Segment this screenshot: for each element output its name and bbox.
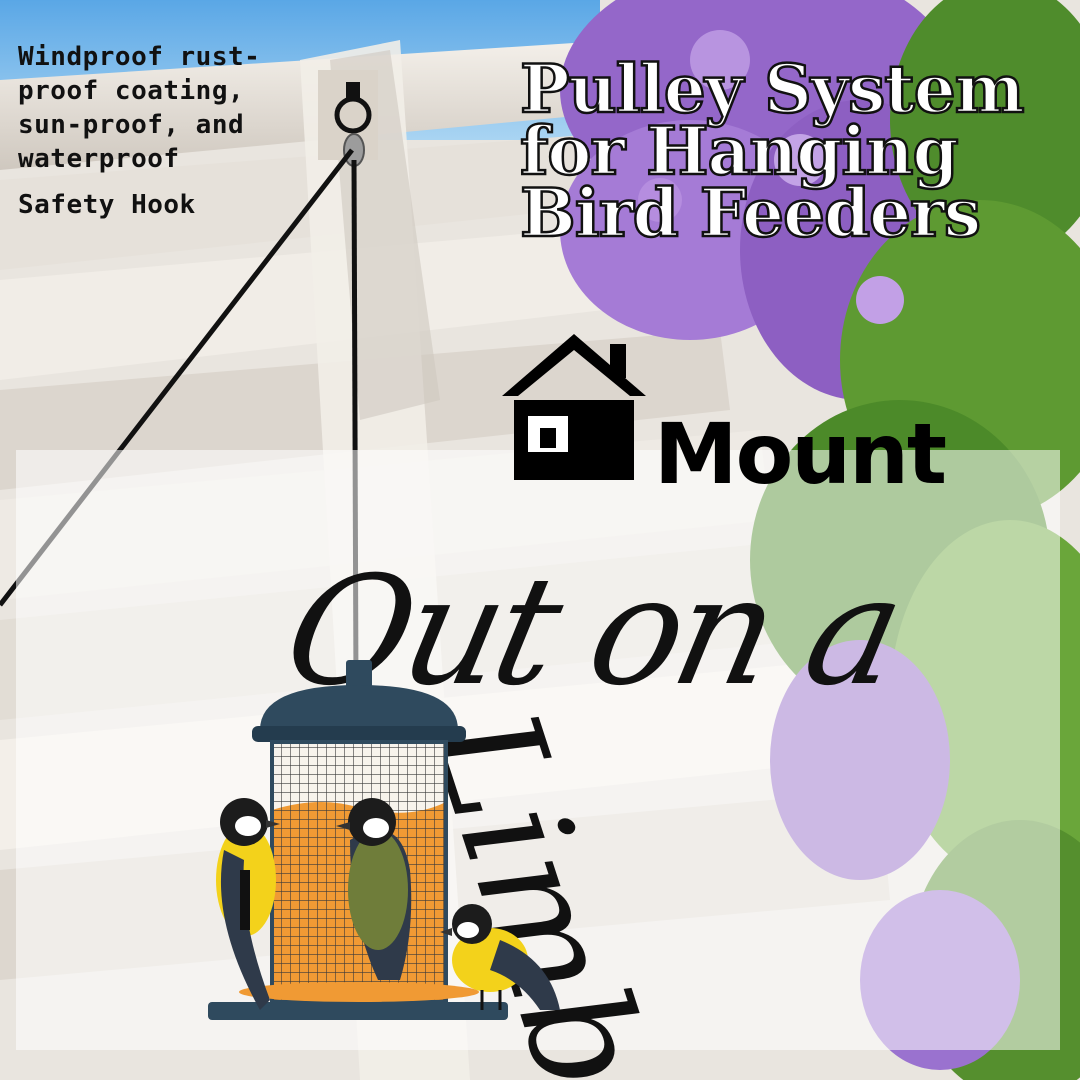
bird-center (336, 798, 412, 980)
headline-line-2: for Hanging (519, 112, 960, 190)
feature-weatherproof: Windproof rust-proof coating, sun-proof,… (18, 42, 261, 174)
feature-safety-hook: Safety Hook (18, 190, 196, 220)
feature-list: Windproof rust-proof coating, sun-proof,… (18, 40, 268, 234)
headline-line-1: Pulley System (519, 50, 1026, 128)
translucent-panel (16, 450, 1060, 1050)
headline: Pulley System for Hanging Bird Feeders (519, 50, 1070, 252)
brand-mount-word: Mount (654, 405, 947, 503)
headline-line-3: Bird Feeders (519, 174, 983, 252)
bird-left (216, 798, 280, 1010)
bird-right (440, 904, 560, 1010)
house-icon (502, 334, 646, 480)
bird-feeder-illustration (208, 660, 560, 1020)
